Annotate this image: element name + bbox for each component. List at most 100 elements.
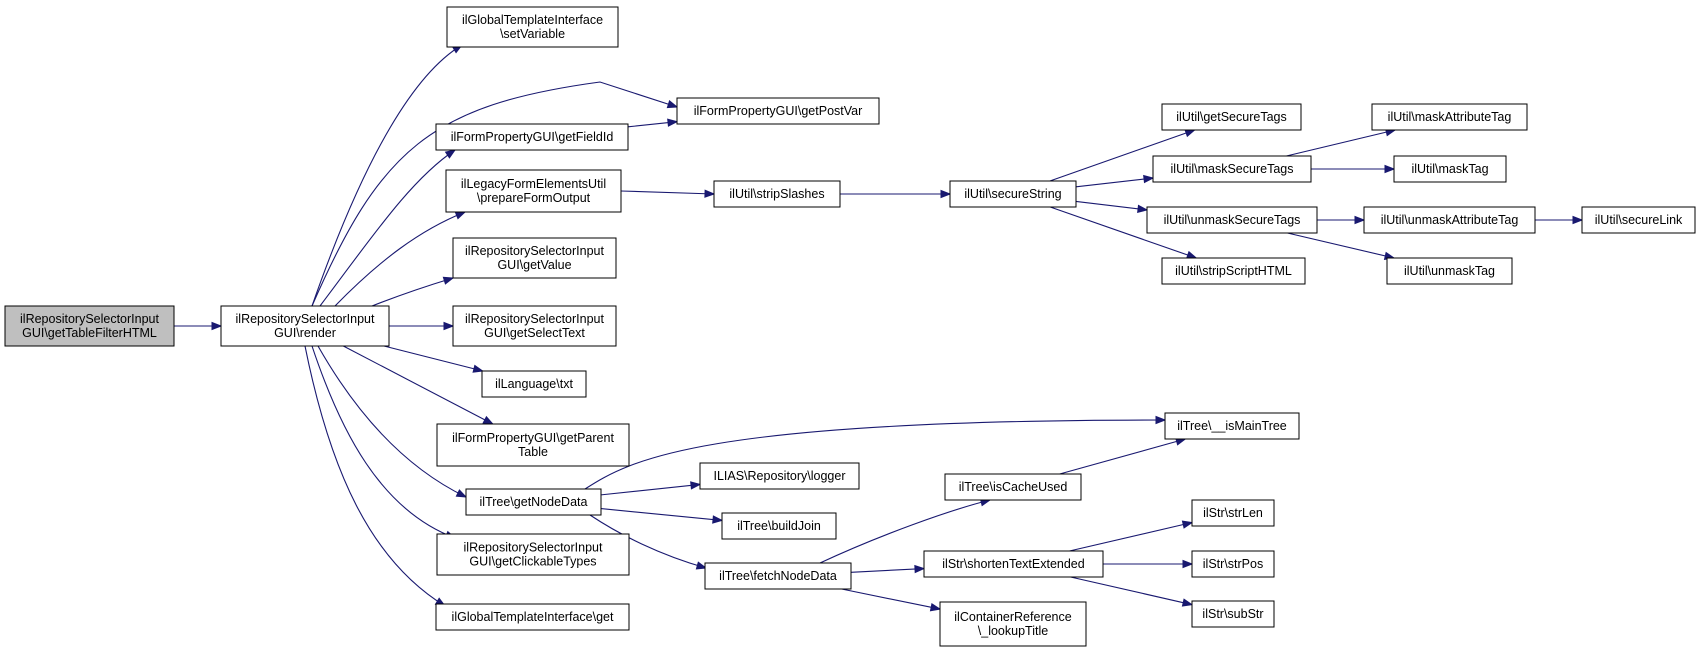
arrow-head: [1181, 598, 1194, 607]
edge-n1-n8: [383, 345, 485, 373]
edge-n5-n13: [620, 189, 716, 198]
node-label: \setVariable: [500, 27, 565, 41]
node-box: [436, 533, 630, 576]
function-node[interactable]: ilUtil\maskAttributeTag: [1371, 103, 1528, 131]
node-box: [4, 305, 175, 347]
function-node[interactable]: ilFormPropertyGUI\getFieldId: [435, 123, 629, 151]
arrow-head: [1384, 164, 1396, 174]
function-node[interactable]: ilGlobalTemplateInterface\setVariable: [446, 6, 619, 48]
function-node[interactable]: ilTree\buildJoin: [721, 512, 837, 540]
function-node[interactable]: ilStr\shortenTextExtended: [923, 550, 1104, 578]
arrow-head: [914, 564, 926, 574]
function-node[interactable]: ilTree\isCacheUsed: [944, 473, 1082, 501]
node-label: ilTree\isCacheUsed: [959, 480, 1068, 494]
arrow-head: [211, 321, 223, 331]
edge-n29-n31: [1069, 520, 1194, 552]
function-node[interactable]: ilTree\fetchNodeData: [704, 562, 852, 590]
edge-n1-n3: [311, 81, 679, 307]
arrow-head: [1185, 250, 1198, 259]
edge-line: [1286, 129, 1396, 157]
edge-n16-n20: [1311, 164, 1396, 174]
node-label: GUI\getValue: [497, 258, 571, 272]
node-label: ilTree\__isMainTree: [1177, 419, 1287, 433]
function-node[interactable]: ilUtil\maskSecureTags: [1152, 155, 1312, 183]
node-label: ilUtil\unmaskTag: [1404, 264, 1495, 278]
node-label: ilStr\strPos: [1203, 557, 1263, 571]
edge-n1-n4: [319, 149, 457, 307]
edge-n14-n17: [1075, 200, 1149, 213]
node-label: ilUtil\secureString: [964, 187, 1061, 201]
function-node[interactable]: ilLanguage\txt: [481, 370, 587, 398]
node-box: [1191, 499, 1275, 527]
node-box: [1393, 155, 1507, 183]
function-node[interactable]: ilUtil\stripSlashes: [713, 180, 841, 208]
node-label: ilGlobalTemplateInterface\get: [452, 610, 614, 624]
edge-line: [1075, 200, 1148, 211]
node-label: ilContainerReference: [954, 610, 1071, 624]
function-node[interactable]: ilContainerReference\_lookupTitle: [939, 601, 1087, 647]
node-label: \_lookupTitle: [978, 624, 1048, 638]
function-node[interactable]: ilStr\strLen: [1191, 499, 1275, 527]
node-label: GUI\getClickableTypes: [469, 555, 596, 569]
edge-line: [1050, 206, 1197, 259]
edge-n27-n30: [841, 588, 942, 612]
function-node[interactable]: ilFormPropertyGUI\getPostVar: [676, 97, 880, 125]
function-node[interactable]: ilUtil\maskTag: [1393, 155, 1507, 183]
arrow-head: [454, 211, 467, 220]
function-node[interactable]: ilTree\getNodeData: [465, 488, 602, 516]
node-label: GUI\render: [274, 326, 336, 340]
function-node[interactable]: ilGlobalTemplateInterface\get: [435, 603, 630, 631]
arrow-head: [940, 189, 952, 199]
function-node[interactable]: ilStr\subStr: [1191, 600, 1275, 628]
function-node[interactable]: ilUtil\getSecureTags: [1161, 103, 1302, 131]
node-label: ilRepositorySelectorInput: [465, 312, 604, 326]
node-box: [1191, 600, 1275, 628]
function-node[interactable]: ILIAS\Repository\logger: [699, 462, 860, 490]
function-node[interactable]: ilUtil\unmaskAttributeTag: [1363, 206, 1536, 234]
edge-n17-n21: [1317, 215, 1366, 225]
edge-line: [1049, 129, 1195, 182]
node-label: ilLanguage\txt: [495, 377, 573, 391]
function-node[interactable]: ilLegacyFormElementsUtil\prepareFormOutp…: [445, 169, 622, 213]
edge-n29-n32: [1103, 559, 1194, 569]
function-node[interactable]: ilRepositorySelectorInputGUI\getClickabl…: [436, 533, 630, 576]
node-label: ILIAS\Repository\logger: [713, 469, 845, 483]
node-label: ilGlobalTemplateInterface: [462, 13, 603, 27]
node-box: [481, 370, 587, 398]
edge-n1-n2: [311, 44, 464, 307]
edge-line: [620, 190, 715, 195]
edge-line: [1069, 521, 1193, 552]
arrow-head: [690, 481, 702, 490]
arrow-head: [666, 100, 679, 109]
function-node[interactable]: ilUtil\secureLink: [1581, 206, 1696, 234]
function-node[interactable]: ilTree\__isMainTree: [1164, 412, 1300, 440]
function-node[interactable]: ilUtil\unmaskTag: [1386, 257, 1513, 285]
edge-line: [841, 588, 941, 610]
arrow-head: [1181, 520, 1194, 529]
node-label: ilRepositorySelectorInput: [464, 541, 603, 555]
function-node[interactable]: ilUtil\unmaskSecureTags: [1146, 206, 1318, 234]
node-label: ilUtil\unmaskAttributeTag: [1381, 213, 1519, 227]
function-node[interactable]: ilRepositorySelectorInputGUI\getSelectTe…: [452, 305, 617, 347]
root-function-node[interactable]: ilRepositorySelectorInputGUI\getTableFil…: [4, 305, 175, 347]
node-label: ilUtil\maskSecureTags: [1171, 162, 1294, 176]
edge-line: [311, 44, 463, 307]
node-box: [704, 562, 852, 590]
node-box: [1371, 103, 1528, 131]
edge-n21-n23: [1535, 215, 1584, 225]
edge-n10-n27: [589, 514, 708, 570]
node-box: [713, 180, 841, 208]
function-node[interactable]: ilUtil\stripScriptHTML: [1161, 257, 1306, 285]
node-label: ilTree\fetchNodeData: [719, 569, 837, 583]
node-box: [435, 603, 630, 631]
node-box: [220, 305, 390, 347]
function-node[interactable]: ilUtil\secureString: [949, 180, 1077, 208]
node-label: GUI\getSelectText: [484, 326, 585, 340]
node-label: ilUtil\maskTag: [1411, 162, 1488, 176]
arrow-head: [704, 189, 716, 198]
function-node[interactable]: ilStr\strPos: [1191, 550, 1275, 578]
